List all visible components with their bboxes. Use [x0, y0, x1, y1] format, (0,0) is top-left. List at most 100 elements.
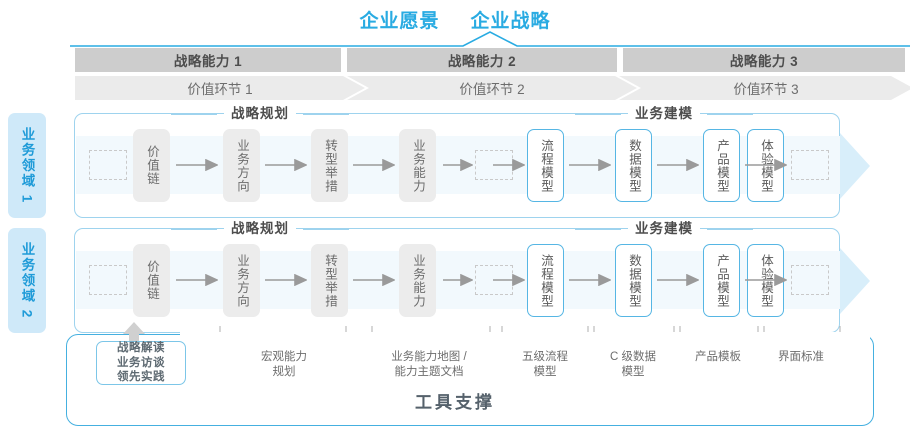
process-box-transformation-measures-row1[interactable]: 转型举措	[311, 129, 348, 202]
business-domain-row-2: 战略规划 业务建模 价值链 业务方向 转型举措 业务能力 流程模型 数据模型	[74, 220, 840, 333]
process-box-process-model-row1[interactable]: 流程模型	[527, 129, 564, 202]
capability-bar-2[interactable]: 战略能力 2	[347, 48, 617, 72]
value-segment-3[interactable]: 价值环节 3	[619, 76, 910, 100]
process-box-label: 转型举措	[323, 138, 337, 193]
bottom-label-capability-map: 业务能力地图 / 能力主题文档	[358, 350, 500, 380]
value-segment-1-label: 价值环节 1	[187, 82, 253, 97]
caption-line-right	[303, 228, 349, 230]
flow-arrow-icon	[443, 159, 473, 171]
process-box-label: 价值链	[145, 145, 159, 186]
enterprise-vision-title: 企业愿景	[359, 11, 440, 32]
sidebar-item-business-domain-2[interactable]: 业务领域 2	[8, 228, 46, 333]
flow-arrow-icon	[657, 274, 699, 286]
row1-left-caption-text: 战略规划	[224, 105, 296, 123]
sidebar-item-business-domain-1-label: 业务领域 1	[19, 126, 35, 205]
tool-box-line-3: 领先实践	[117, 371, 165, 384]
business-domain-row-1: 战略规划 业务建模 价值链 业务方向 转型举措 业务能力 流程模型 数据模型	[74, 105, 840, 218]
capability-bar-2-label: 战略能力 2	[447, 54, 517, 69]
bottom-label-ui-standard: 界面标准	[760, 350, 842, 365]
process-box-product-model-row2[interactable]: 产品模型	[703, 244, 740, 317]
tool-support-title: 工具支撑	[415, 393, 495, 412]
caption-line-right	[303, 113, 349, 115]
capability-bar-row: 战略能力 1 战略能力 2 战略能力 3	[75, 48, 905, 72]
process-box-label: 数据模型	[627, 253, 641, 308]
bottom-label-line-1: 五级流程	[522, 351, 568, 363]
flow-arrow-icon	[176, 274, 218, 286]
caption-line-right	[707, 228, 753, 230]
enterprise-strategy-title: 企业战略	[470, 11, 551, 32]
flow-arrow-icon	[657, 159, 699, 171]
process-box-business-direction-row1[interactable]: 业务方向	[223, 129, 260, 202]
caption-line-left	[171, 228, 217, 230]
top-titles: 企业愿景 企业战略	[0, 6, 910, 33]
row1-dashed-placeholder-end	[791, 150, 829, 180]
process-box-label: 数据模型	[627, 138, 641, 193]
process-box-label: 业务能力	[411, 253, 425, 308]
capability-bar-1[interactable]: 战略能力 1	[75, 48, 341, 72]
process-box-product-model-row1[interactable]: 产品模型	[703, 129, 740, 202]
value-segment-row: 价值环节 1 价值环节 2 价值环节 3	[75, 76, 910, 100]
capability-bar-3[interactable]: 战略能力 3	[623, 48, 905, 72]
process-box-business-capability-row2[interactable]: 业务能力	[399, 244, 436, 317]
tool-box-line-2: 业务访谈	[117, 356, 165, 369]
row1-section-caption-business-modeling: 业务建模	[575, 105, 753, 123]
flow-arrow-icon	[569, 274, 611, 286]
tool-box-line-1: 战略解读	[117, 341, 165, 354]
flow-arrow-icon	[265, 274, 307, 286]
process-box-value-chain-row1[interactable]: 价值链	[133, 129, 170, 202]
sidebar-item-business-domain-2-label: 业务领域 2	[19, 241, 35, 320]
row2-left-caption-text: 战略规划	[224, 220, 296, 238]
process-box-label: 转型举措	[323, 253, 337, 308]
bottom-label-line-1: 产品模板	[695, 351, 741, 363]
row2-dashed-placeholder-start	[89, 265, 127, 295]
caption-line-left	[575, 228, 621, 230]
process-box-label: 业务方向	[235, 253, 249, 308]
process-box-data-model-row1[interactable]: 数据模型	[615, 129, 652, 202]
bottom-label-line-2: 模型	[621, 366, 645, 379]
row1-dashed-placeholder-start	[89, 150, 127, 180]
flow-arrow-icon	[493, 159, 525, 171]
sidebar-item-business-domain-1[interactable]: 业务领域 1	[8, 113, 46, 218]
bottom-label-line-1: 业务能力地图 /	[391, 351, 467, 363]
process-box-business-capability-row1[interactable]: 业务能力	[399, 129, 436, 202]
bottom-label-product-template: 产品模板	[676, 350, 760, 365]
process-box-label: 产品模型	[715, 138, 729, 193]
flow-arrow-icon	[493, 274, 525, 286]
caption-line-left	[171, 113, 217, 115]
flow-arrow-icon	[745, 159, 787, 171]
process-box-data-model-row2[interactable]: 数据模型	[615, 244, 652, 317]
value-segment-1[interactable]: 价值环节 1	[75, 76, 365, 100]
process-box-value-chain-row2[interactable]: 价值链	[133, 244, 170, 317]
bottom-label-line-2: 规划	[272, 366, 296, 379]
flow-arrow-icon	[265, 159, 307, 171]
process-box-label: 流程模型	[539, 253, 553, 308]
row2-section-caption-business-modeling: 业务建模	[575, 220, 753, 238]
value-segment-2[interactable]: 价值环节 2	[347, 76, 637, 100]
caption-line-right	[707, 113, 753, 115]
bottom-label-macro-capability: 宏观能力 规划	[228, 350, 340, 380]
process-box-transformation-measures-row2[interactable]: 转型举措	[311, 244, 348, 317]
process-box-label: 流程模型	[539, 138, 553, 193]
bottom-label-data-model: C 级数据 模型	[590, 350, 676, 380]
bottom-label-line-1: 界面标准	[778, 351, 824, 363]
flow-arrow-icon	[443, 274, 473, 286]
flow-arrow-icon	[353, 159, 395, 171]
capability-bar-3-label: 战略能力 3	[729, 54, 799, 69]
flow-arrow-icon	[745, 274, 787, 286]
caption-line-left	[575, 113, 621, 115]
bottom-label-line-2: 模型	[533, 366, 557, 379]
tool-box-strategy-inputs[interactable]: 战略解读 业务访谈 领先实践	[96, 341, 186, 385]
value-segment-3-label: 价值环节 3	[733, 82, 799, 97]
process-box-label: 业务方向	[235, 138, 249, 193]
process-box-label: 业务能力	[411, 138, 425, 193]
row1-section-caption-strategic-planning: 战略规划	[171, 105, 349, 123]
flow-arrow-icon	[353, 274, 395, 286]
process-box-process-model-row2[interactable]: 流程模型	[527, 244, 564, 317]
peak-connector-icon	[70, 31, 910, 47]
row1-right-caption-text: 业务建模	[628, 105, 700, 123]
process-box-business-direction-row2[interactable]: 业务方向	[223, 244, 260, 317]
tool-support-top-mask	[180, 332, 870, 360]
flow-arrow-icon	[176, 159, 218, 171]
flow-arrow-icon	[569, 159, 611, 171]
